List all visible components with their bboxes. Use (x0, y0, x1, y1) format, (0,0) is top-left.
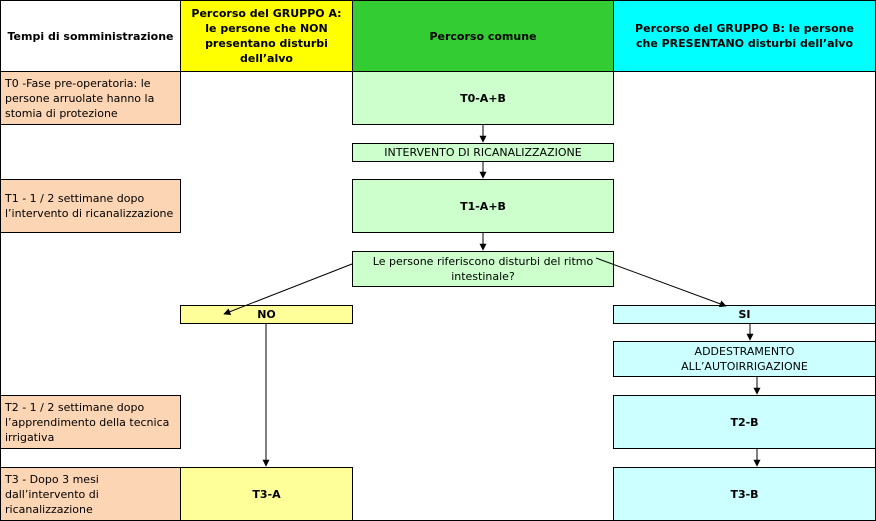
common-t1-label: T1-A+B (460, 199, 506, 213)
time-t2-label: T2 - 1 / 2 settimane dopo l’apprendiment… (5, 400, 170, 444)
header-group-a: Percorso del GRUPPO A: le persone che NO… (180, 0, 353, 72)
common-question-label: Le persone riferiscono disturbi del ritm… (372, 255, 594, 283)
time-t2: T2 - 1 / 2 settimane dopo l’apprendiment… (0, 395, 181, 449)
header-group-b-label: Percorso del GRUPPO B: le persone che PR… (635, 22, 854, 50)
arrow-question-to-si (595, 257, 727, 308)
header-times-label: Tempi di somministrazione (7, 29, 174, 43)
group-b-si-label: SI (738, 308, 751, 321)
time-t1-label: T1 - 1 / 2 settimane dopo l’intervento d… (5, 192, 174, 220)
time-t3: T3 - Dopo 3 mesi dall’intervento di rica… (0, 467, 181, 521)
group-a-no-label: NO (257, 308, 276, 321)
common-question: Le persone riferiscono disturbi del ritm… (352, 251, 614, 287)
group-a-no: NO (180, 305, 353, 324)
time-t0: T0 -Fase pre-operatoria: le persone arru… (0, 71, 181, 125)
group-a-t3-label: T3-A (252, 487, 281, 501)
group-b-t3-label: T3-B (730, 487, 759, 501)
common-intervention: INTERVENTO DI RICANALIZZAZIONE (352, 143, 614, 162)
common-intervention-label: INTERVENTO DI RICANALIZZAZIONE (384, 146, 582, 159)
group-b-training-label: ADDESTRAMENTO ALL’AUTOIRRIGAZIONE (681, 345, 808, 373)
common-t1: T1-A+B (352, 179, 614, 233)
group-b-t3: T3-B (613, 467, 876, 521)
group-b-training: ADDESTRAMENTO ALL’AUTOIRRIGAZIONE (613, 341, 876, 377)
group-b-t2-label: T2-B (730, 415, 759, 429)
arrow-question-to-no (223, 263, 353, 315)
header-group-a-label: Percorso del GRUPPO A: le persone che NO… (191, 7, 342, 65)
time-t0-label: T0 -Fase pre-operatoria: le persone arru… (5, 76, 155, 120)
time-t1: T1 - 1 / 2 settimane dopo l’intervento d… (0, 179, 181, 233)
header-group-b: Percorso del GRUPPO B: le persone che PR… (613, 0, 876, 72)
time-t3-label: T3 - Dopo 3 mesi dall’intervento di rica… (5, 472, 99, 516)
common-t0: T0-A+B (352, 71, 614, 125)
header-common-label: Percorso comune (429, 29, 537, 43)
common-t0-label: T0-A+B (460, 91, 506, 105)
group-b-t2: T2-B (613, 395, 876, 449)
